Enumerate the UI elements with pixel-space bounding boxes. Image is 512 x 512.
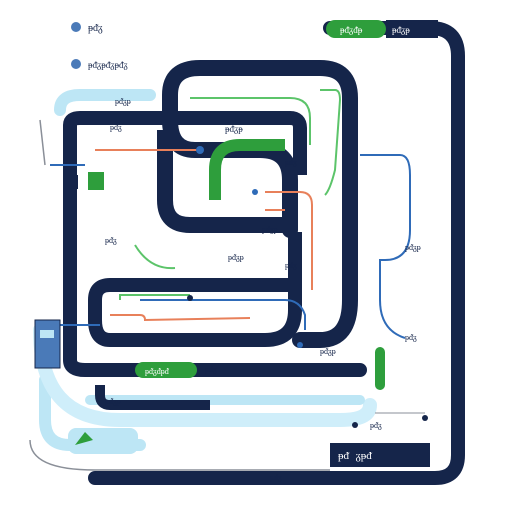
- badge-navy: [386, 20, 438, 38]
- legend-label-1: ᵽᵭᵹ: [88, 23, 103, 34]
- blue-mid-route: [140, 299, 306, 330]
- label-8: ᵽᵭᵹ: [285, 261, 297, 270]
- arrow-icon: [422, 415, 428, 421]
- label-4: ᵽᵭᵹ: [285, 158, 297, 167]
- node-icon-dark: [66, 175, 78, 189]
- navy-left-loop: [88, 232, 302, 347]
- device-icon: [34, 319, 61, 369]
- blue-right-route: [360, 154, 411, 339]
- node-dot: [196, 146, 204, 154]
- node-dot: [187, 295, 193, 301]
- bottom-green-pill: [135, 362, 197, 378]
- node-icon: [88, 172, 104, 190]
- label-11: ᵽᵭᵹᵽ: [320, 347, 336, 356]
- navy-lower-bar: [95, 385, 210, 410]
- gray-path-left: [29, 119, 330, 471]
- label-6: ᵽᵭᵹᵽ: [228, 253, 244, 262]
- device-screen: [40, 330, 54, 338]
- label-9: ᵽᵭᵹᵽ: [405, 243, 421, 252]
- label-2: ᵽᵭᵹ: [110, 123, 122, 132]
- navy-left-vertical: [63, 123, 367, 377]
- light-blue-loop: [33, 323, 377, 427]
- label-14: ᵽᵭᵹ: [370, 421, 382, 430]
- label-10: ᵽᵭᵹ: [405, 333, 417, 342]
- navy-top-bar: [63, 111, 307, 175]
- label-5: ᵽᵭᵹᵽ: [262, 225, 278, 234]
- legend-bullet-1: [71, 22, 81, 32]
- orange-route-right: [265, 191, 313, 290]
- label-15: ᵽᵭᵹ: [270, 473, 282, 482]
- node-dot: [252, 189, 258, 195]
- green-thin-right: [320, 89, 342, 196]
- node-dot: [297, 342, 303, 348]
- label-13: ᵽᵭᵹᵽ: [105, 397, 121, 406]
- node-dot: [352, 422, 358, 428]
- badge-green: [326, 20, 386, 38]
- navy-s-curve: [157, 130, 295, 233]
- badge-green-label: ᵽᵭᵹᵭᵽ: [340, 26, 363, 36]
- green-thin-left: [119, 244, 190, 300]
- label-1: ᵽᵭᵹᵽ: [115, 97, 131, 106]
- orange-route-mid: [110, 314, 251, 322]
- green-route: [209, 139, 285, 200]
- leaf-icon: [75, 432, 93, 445]
- label-7: ᵽᵭᵹ: [105, 236, 117, 245]
- bottom-navy-box: [330, 443, 430, 467]
- badge-navy-label: ᵽᵭᵹᵽ: [392, 26, 410, 36]
- legend-label-2: ᵽᵭᵹᵽᵭᵹᵽᵭᵹ: [88, 61, 128, 71]
- navy-outer-frame: [88, 21, 465, 485]
- bottom-green-label: ᵽᵭᵹᵭᵽᵭ: [145, 367, 170, 376]
- bottom-navy-label: ᵽᵭ ᵹᵽᵭ: [338, 449, 372, 462]
- label-12: ᵽᵭᵹ: [205, 365, 217, 374]
- label-3: ᵽᵭᵹᵽ: [225, 125, 243, 135]
- legend-bullet-2: [71, 59, 81, 69]
- green-thin-top: [190, 97, 311, 145]
